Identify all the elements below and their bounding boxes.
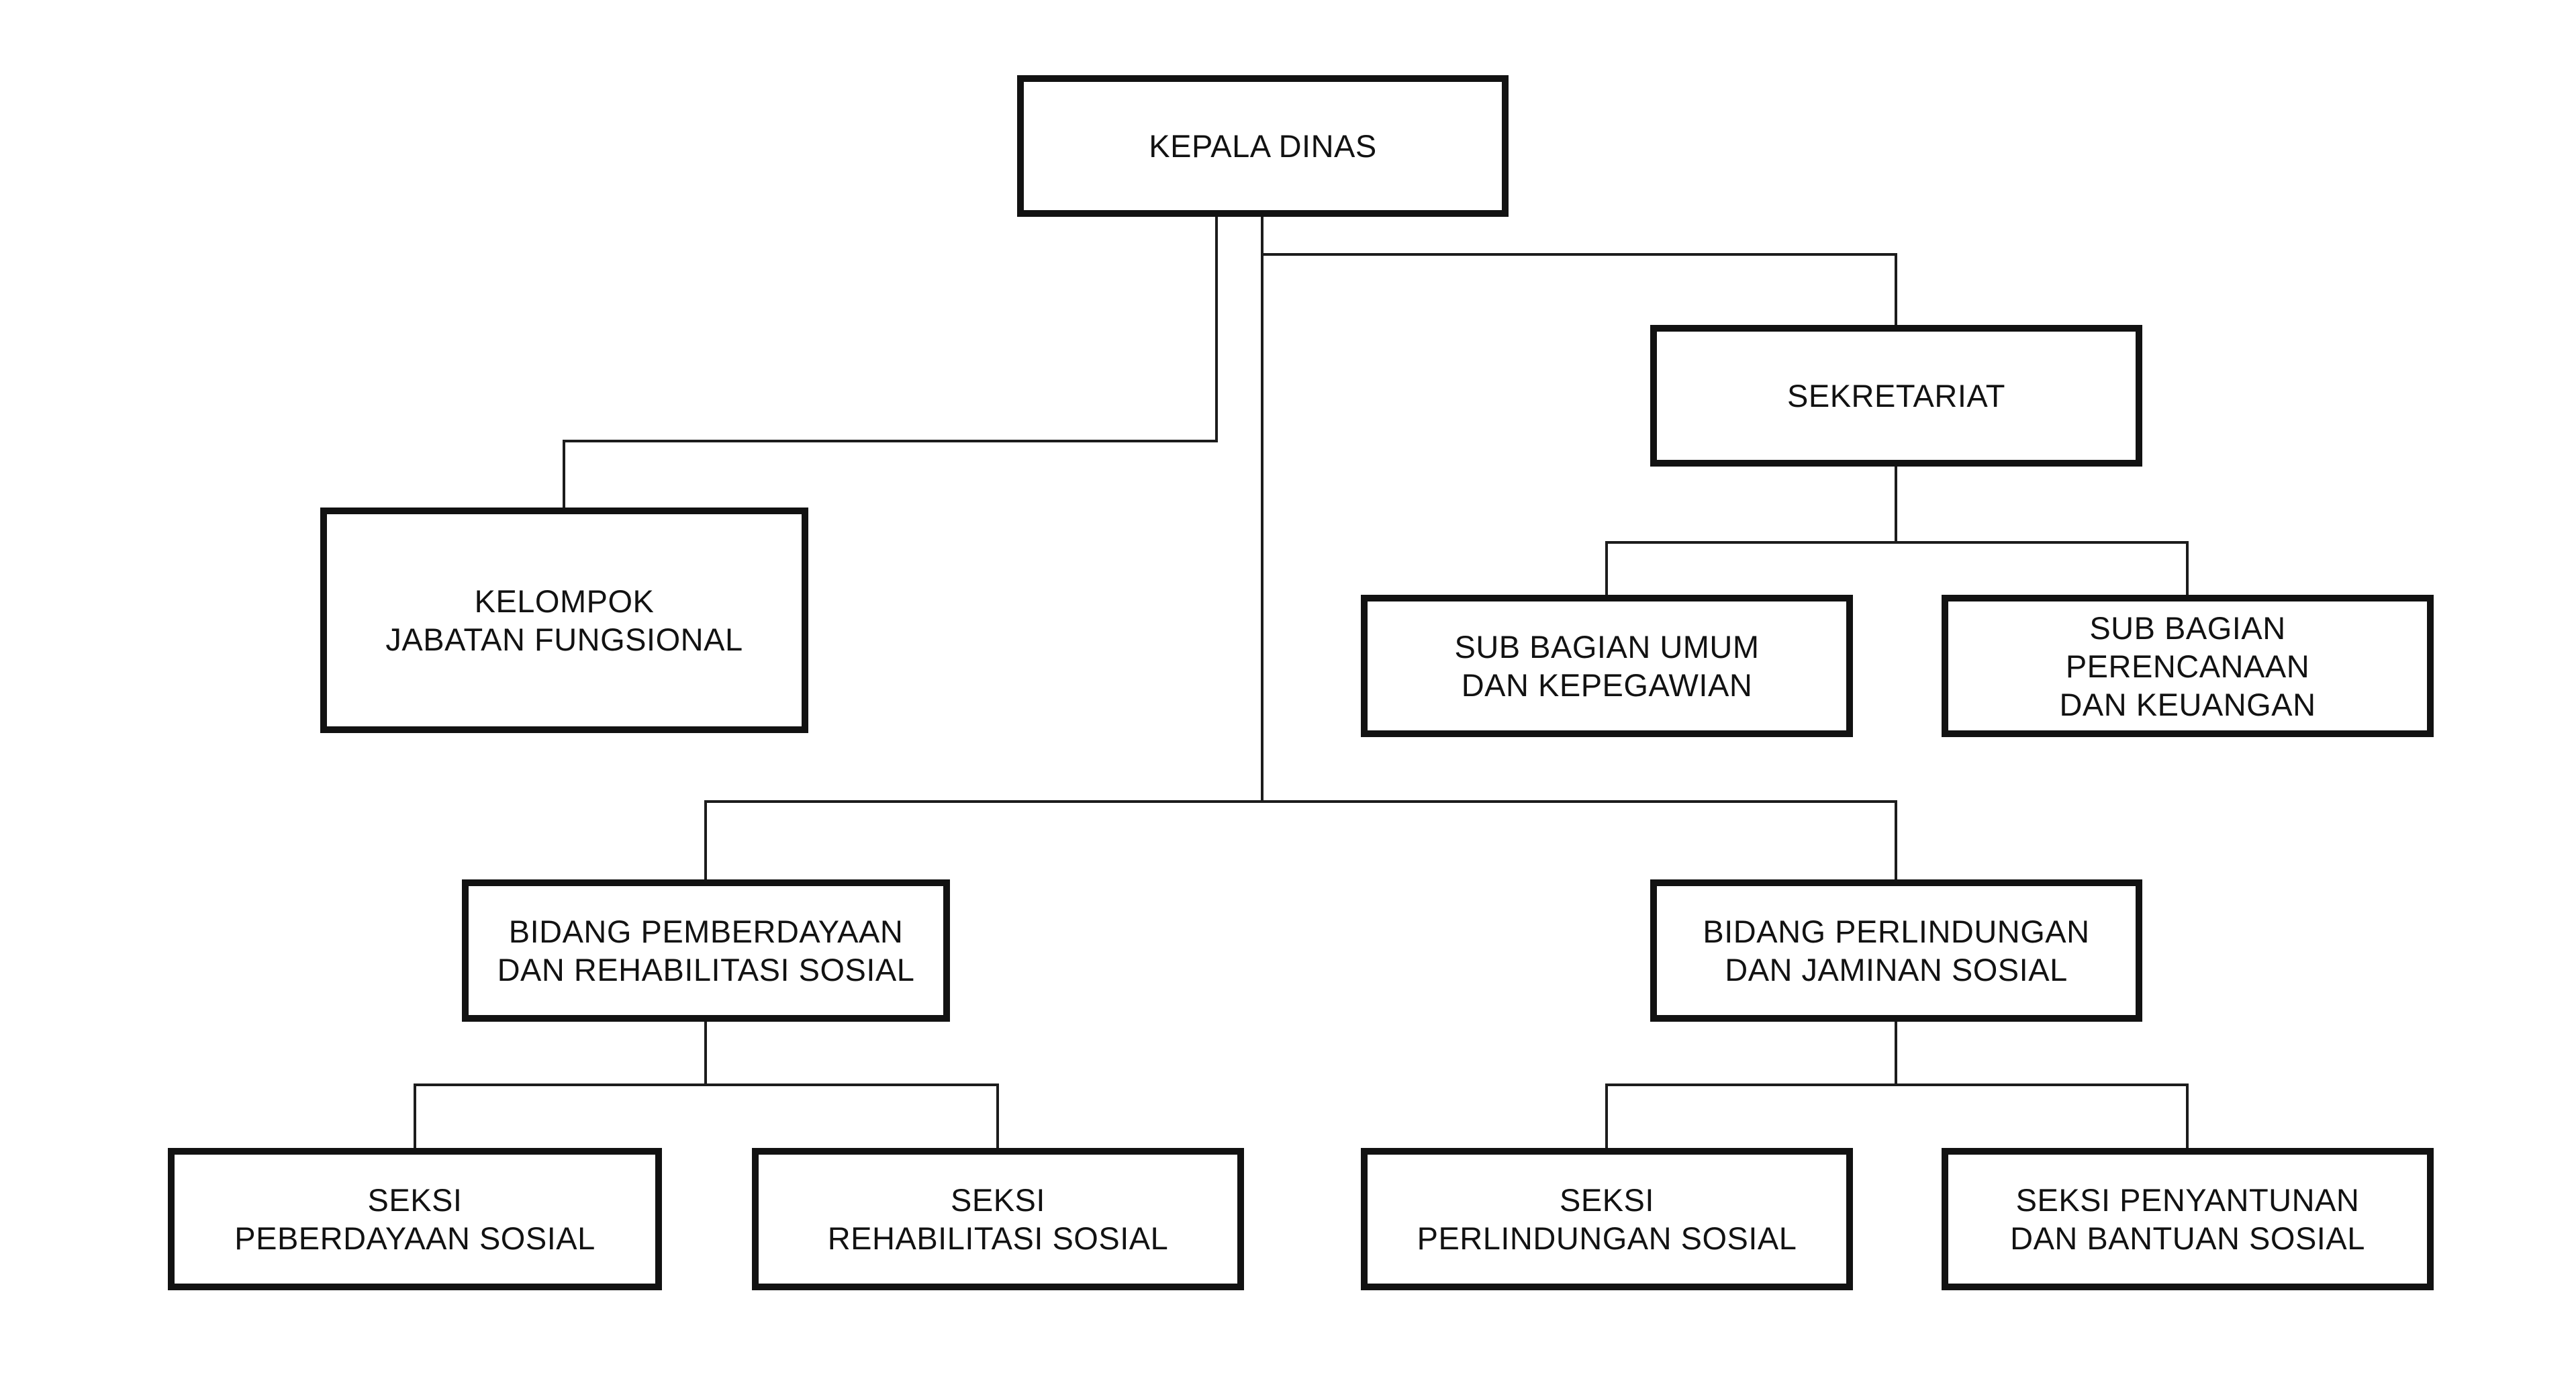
connector-bidang-pemberdayaan-drop xyxy=(704,800,707,879)
org-node-kepala-dinas-label: KEPALA DINAS xyxy=(1149,128,1377,164)
connector-kelompok-drop xyxy=(563,440,565,508)
connector-pemberdayaan-bottom-vertical xyxy=(704,1022,707,1086)
org-node-kelompok-jabatan-fungsional: KELOMPOK JABATAN FUNGSIONAL xyxy=(320,508,808,733)
connector-bidang-perlindungan-drop xyxy=(1895,800,1897,879)
org-node-bidang-perlindungan-dan-jaminan-sosial: BIDANG PERLINDUNGAN DAN JAMINAN SOSIAL xyxy=(1650,879,2142,1022)
connector-trunk-vertical xyxy=(1261,217,1263,803)
org-node-kepala-dinas: KEPALA DINAS xyxy=(1017,75,1509,217)
org-node-seksi-rehabilitasi-label: SEKSI REHABILITASI SOSIAL xyxy=(827,1182,1169,1256)
org-node-seksi-perlindungan-label: SEKSI PERLINDUNGAN SOSIAL xyxy=(1417,1182,1797,1256)
org-node-seksi-penyantunan-dan-bantuan-sosial: SEKSI PENYANTUNAN DAN BANTUAN SOSIAL xyxy=(1942,1148,2434,1290)
connector-seksi-penyantunan-drop xyxy=(2186,1083,2189,1148)
connector-bidang-horizontal xyxy=(704,800,1897,803)
connector-subbagian-umum-drop xyxy=(1605,541,1608,595)
connector-subbagian-horizontal xyxy=(1605,541,2189,544)
org-node-bidang-perlindungan-label: BIDANG PERLINDUNGAN DAN JAMINAN SOSIAL xyxy=(1703,914,2090,987)
org-node-bidang-pemberdayaan-dan-rehabilitasi-sosial: BIDANG PEMBERDAYAAN DAN REHABILITASI SOS… xyxy=(462,879,950,1022)
connector-seksi-peberdayaan-drop xyxy=(414,1083,416,1148)
org-node-sub-bagian-umum-dan-kepegawian: SUB BAGIAN UMUM DAN KEPEGAWIAN xyxy=(1361,595,1853,737)
org-node-seksi-rehabilitasi-sosial: SEKSI REHABILITASI SOSIAL xyxy=(752,1148,1244,1290)
org-node-sekretariat: SEKRETARIAT xyxy=(1650,325,2142,467)
org-node-seksi-penyantunan-label: SEKSI PENYANTUNAN DAN BANTUAN SOSIAL xyxy=(2010,1182,2365,1256)
org-node-sekretariat-label: SEKRETARIAT xyxy=(1787,378,2005,414)
connector-sekretariat-horizontal xyxy=(1261,253,1897,256)
connector-seksi-perlindungan-drop xyxy=(1605,1083,1608,1148)
org-node-sub-bagian-perencanaan-dan-keuangan-label: SUB BAGIAN PERENCANAAN DAN KEUANGAN xyxy=(2059,610,2316,722)
org-node-kelompok-jabatan-fungsional-label: KELOMPOK JABATAN FUNGSIONAL xyxy=(385,583,743,657)
connector-subbagian-perencanaan-drop xyxy=(2186,541,2189,595)
org-node-bidang-pemberdayaan-label: BIDANG PEMBERDAYAAN DAN REHABILITASI SOS… xyxy=(497,914,915,987)
connector-sekretariat-bottom-vertical xyxy=(1895,467,1897,544)
connector-seksi-rehabilitasi-drop xyxy=(996,1083,999,1148)
org-node-seksi-peberdayaan-label: SEKSI PEBERDAYAAN SOSIAL xyxy=(234,1182,595,1256)
connector-perlindungan-bottom-vertical xyxy=(1895,1022,1897,1086)
org-node-sub-bagian-perencanaan-dan-keuangan: SUB BAGIAN PERENCANAAN DAN KEUANGAN xyxy=(1942,595,2434,737)
org-node-seksi-peberdayaan-sosial: SEKSI PEBERDAYAAN SOSIAL xyxy=(168,1148,662,1290)
connector-kelompok-horizontal xyxy=(563,440,1218,442)
connector-kelompok-vertical xyxy=(1215,217,1218,442)
connector-sekretariat-drop xyxy=(1895,253,1897,325)
org-node-seksi-perlindungan-sosial: SEKSI PERLINDUNGAN SOSIAL xyxy=(1361,1148,1853,1290)
org-node-sub-bagian-umum-dan-kepegawian-label: SUB BAGIAN UMUM DAN KEPEGAWIAN xyxy=(1454,629,1760,703)
connector-seksi-right-horizontal xyxy=(1605,1083,2189,1086)
connector-seksi-left-horizontal xyxy=(414,1083,998,1086)
